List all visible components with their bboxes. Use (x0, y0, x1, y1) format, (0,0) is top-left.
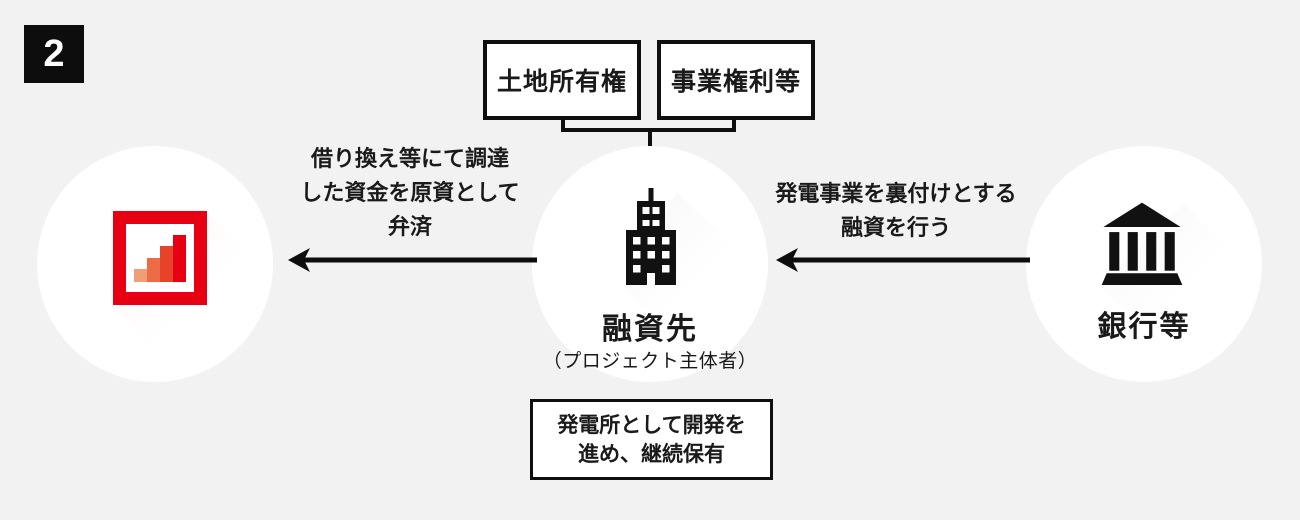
top-box-land-ownership: 土地所有権 (483, 40, 641, 120)
arrow-label-financing-line1: 発電事業を裏付けとする (775, 181, 1017, 206)
step-badge: 2 (24, 25, 84, 83)
connector-line-horizontal (561, 128, 736, 132)
arrow-label-repayment-line2: した資金を原資として (300, 180, 520, 205)
arrow-label-repayment-line1: 借り換え等にて調達 (310, 146, 509, 171)
arrow-label-financing-line2: 融資を行う (840, 215, 951, 240)
logo-bar-4 (173, 235, 186, 282)
bar-chart-logo-icon (113, 211, 207, 305)
building-icon (624, 188, 678, 285)
top-box-land-ownership-label: 土地所有権 (496, 68, 627, 96)
bottom-note-box: 発電所として開発を 進め、継続保有 (530, 399, 773, 480)
connector-line-right (732, 119, 736, 132)
top-box-business-rights: 事業権利等 (657, 40, 815, 120)
logo-bar-3 (160, 246, 173, 282)
node-circle-bank (1026, 146, 1262, 382)
arrow-financing (775, 246, 1030, 274)
bank-label: 銀行等 (1097, 311, 1191, 343)
top-box-business-rights-label: 事業権利等 (670, 68, 801, 96)
arrow-label-repayment-line3: 弁済 (387, 214, 432, 239)
connector-line-left (561, 119, 565, 132)
bottom-note-line2: 進め、継続保有 (578, 442, 725, 466)
bottom-note-line1: 発電所として開発を (557, 413, 746, 437)
arrow-label-repayment: 借り換え等にて調達 した資金を原資として 弁済 (285, 142, 535, 244)
arrow-label-financing: 発電事業を裏付けとする 融資を行う (771, 177, 1021, 245)
connector-line-stub (648, 132, 652, 146)
logo-bar-1 (134, 269, 147, 282)
arrow-repayment (287, 246, 537, 274)
logo-bar-2 (147, 258, 160, 282)
borrower-label: 融資先 (602, 313, 698, 346)
bank-icon (1100, 201, 1184, 285)
borrower-sublabel: （プロジェクト主体者） (542, 351, 758, 372)
